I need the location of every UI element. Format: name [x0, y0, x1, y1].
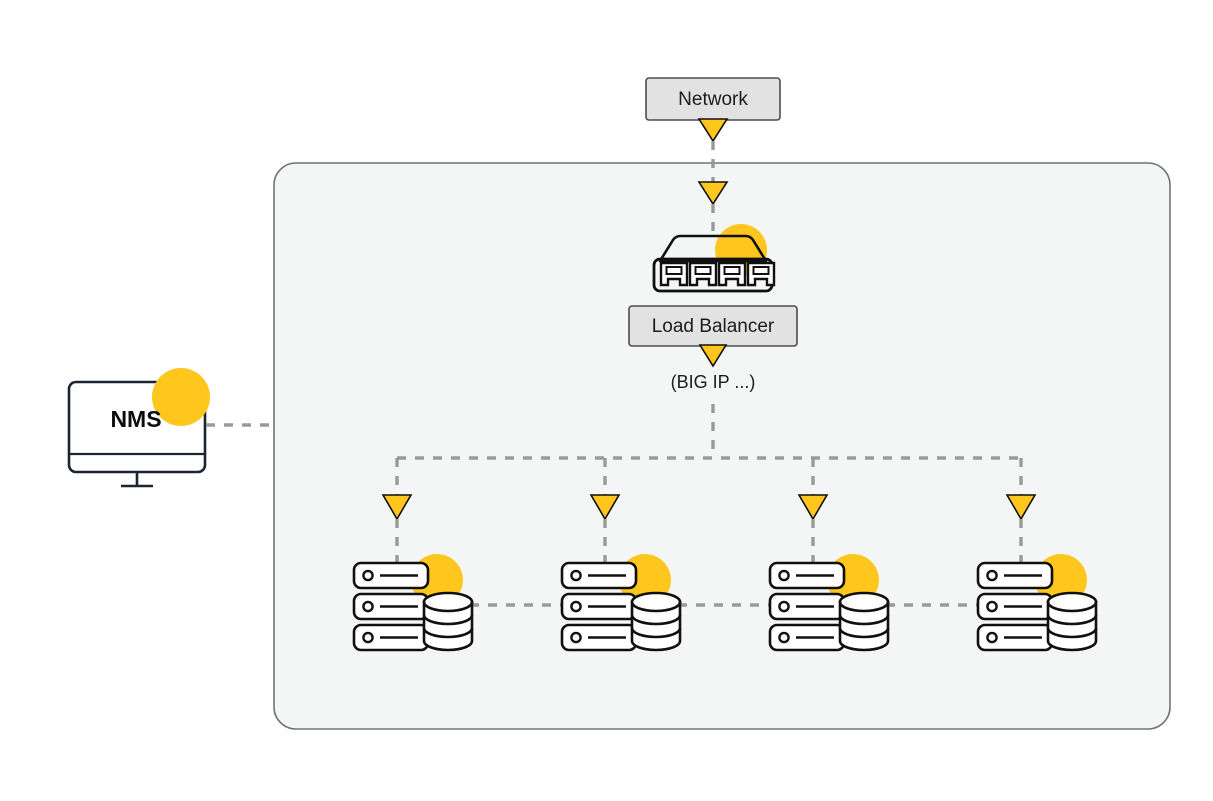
- nms-node[interactable]: NMS: [67, 368, 210, 488]
- load-balancer-switch-node[interactable]: [652, 224, 776, 293]
- database-cylinder-icon: [1046, 591, 1098, 652]
- database-cylinder-icon: [630, 591, 682, 652]
- network-label: Network: [678, 89, 748, 110]
- server-stack-icon: [768, 561, 846, 652]
- network-node[interactable]: Network: [645, 77, 781, 121]
- load-balancer-label: Load Balancer: [652, 316, 775, 337]
- yellow-highlight-circle: [152, 368, 210, 426]
- database-cylinder-icon: [838, 591, 890, 652]
- server-node-4[interactable]: [976, 554, 1098, 652]
- server-stack-icon: [560, 561, 638, 652]
- server-stack-icon: [352, 561, 430, 652]
- network-switch-icon: [652, 234, 776, 293]
- server-stack-icon: [976, 561, 1054, 652]
- load-balancer-note: (BIG IP ...): [671, 372, 756, 392]
- load-balancer-outgoing-arrow-icon: [698, 344, 728, 368]
- server-2-arrow-icon: [589, 494, 621, 521]
- server-4-arrow-icon: [1005, 494, 1037, 521]
- server-node-3[interactable]: [768, 554, 890, 652]
- load-balancer-node[interactable]: Load Balancer: [628, 305, 798, 347]
- server-1-arrow-icon: [381, 494, 413, 521]
- infrastructure-container: [273, 162, 1171, 730]
- network-outgoing-arrow-icon: [697, 118, 729, 143]
- server-3-arrow-icon: [797, 494, 829, 521]
- server-node-2[interactable]: [560, 554, 682, 652]
- server-node-1[interactable]: [352, 554, 474, 652]
- database-cylinder-icon: [422, 591, 474, 652]
- switch-incoming-arrow-icon: [697, 181, 729, 206]
- nms-label: NMS: [110, 406, 161, 432]
